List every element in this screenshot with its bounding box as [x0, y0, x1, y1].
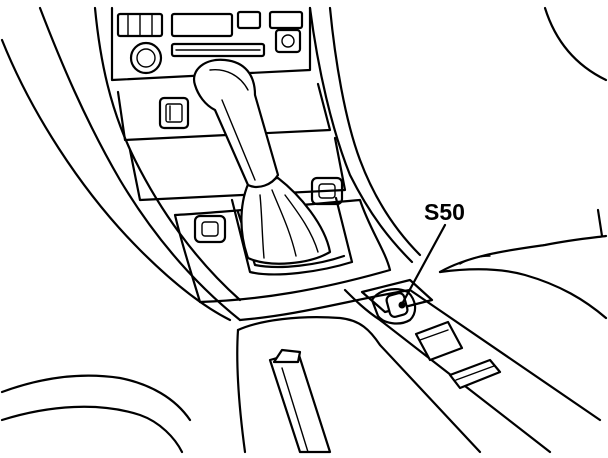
- adjacent-switch: [414, 320, 464, 362]
- storage-console: [236, 288, 602, 454]
- gear-knob: [192, 58, 280, 189]
- handle-slot: [448, 358, 502, 390]
- console-surround: [0, 6, 422, 322]
- s50-leader-line: [400, 223, 447, 306]
- seat-right: [438, 6, 608, 320]
- side-button-right: [310, 176, 344, 206]
- gear-boot: [240, 176, 332, 265]
- seat-left: [0, 374, 192, 454]
- side-button-left: [193, 214, 227, 244]
- switch-s50-cluster: [360, 278, 434, 325]
- s50-label: S50: [424, 199, 465, 225]
- handbrake-lever: [268, 348, 332, 454]
